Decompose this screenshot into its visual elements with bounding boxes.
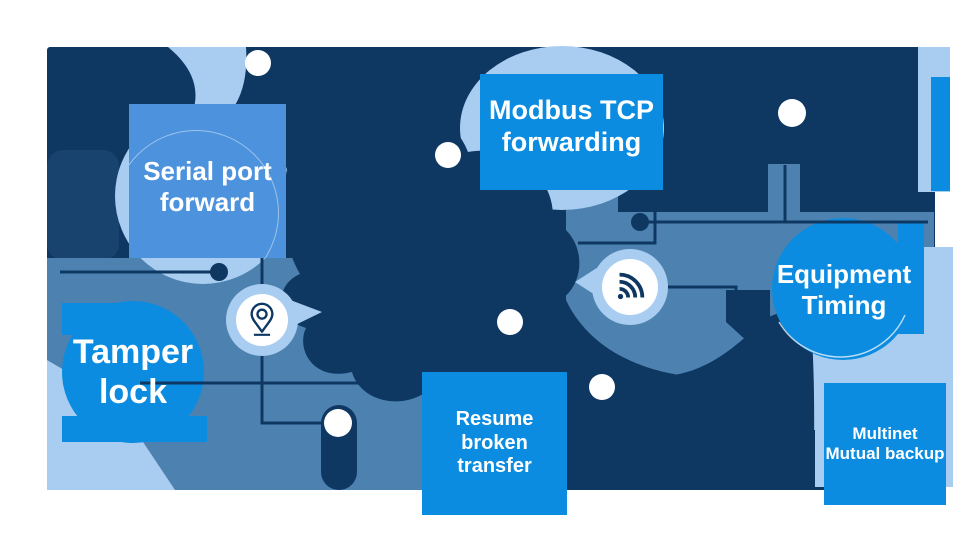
feature-multinet-mutual-backup: Multinet Mutual backup bbox=[824, 383, 946, 505]
feature-label: Equipment Timing bbox=[776, 259, 912, 320]
feature-label: Modbus TCP forwarding bbox=[489, 95, 654, 157]
map-subtle-blob bbox=[47, 150, 119, 260]
location-pin-bubble-inner bbox=[236, 294, 288, 346]
feature-label: Serial port forward bbox=[143, 156, 272, 217]
feature-label: Tamper lock bbox=[72, 332, 194, 411]
feature-label: Resume broken transfer bbox=[455, 408, 534, 478]
feature-resume-broken-transfer: Resume broken transfer bbox=[422, 372, 567, 515]
equipment-timing-circle bbox=[772, 218, 914, 360]
feature-modbus-tcp-forwarding: Modbus TCP forwarding bbox=[480, 74, 663, 190]
location-pin-icon bbox=[250, 302, 274, 336]
bright-strip-right bbox=[931, 77, 950, 191]
feature-equipment-timing: Equipment Timing bbox=[772, 218, 916, 362]
tamper-lock-circle bbox=[62, 301, 204, 443]
white-node-dots bbox=[245, 50, 806, 437]
wifi-signal-icon bbox=[617, 272, 645, 300]
node-dot bbox=[589, 374, 615, 400]
location-pin-bubble bbox=[226, 284, 298, 356]
wifi-signal-bubble bbox=[592, 249, 668, 325]
wifi-signal-bubble-inner bbox=[602, 259, 658, 315]
node-dot bbox=[778, 99, 806, 127]
navy-node-dot bbox=[631, 213, 649, 231]
feature-label: Multinet Mutual backup bbox=[825, 423, 945, 463]
feature-serial-port-forward: Serial port forward bbox=[129, 104, 286, 258]
node-dot bbox=[497, 309, 523, 335]
node-dot bbox=[435, 142, 461, 168]
connector-lines bbox=[60, 165, 928, 425]
equipment-highlight-arc bbox=[778, 314, 906, 358]
node-dot bbox=[324, 409, 352, 437]
feature-tamper-lock: Tamper lock bbox=[62, 301, 204, 443]
navy-node-dot bbox=[210, 263, 228, 281]
node-dot bbox=[245, 50, 271, 76]
